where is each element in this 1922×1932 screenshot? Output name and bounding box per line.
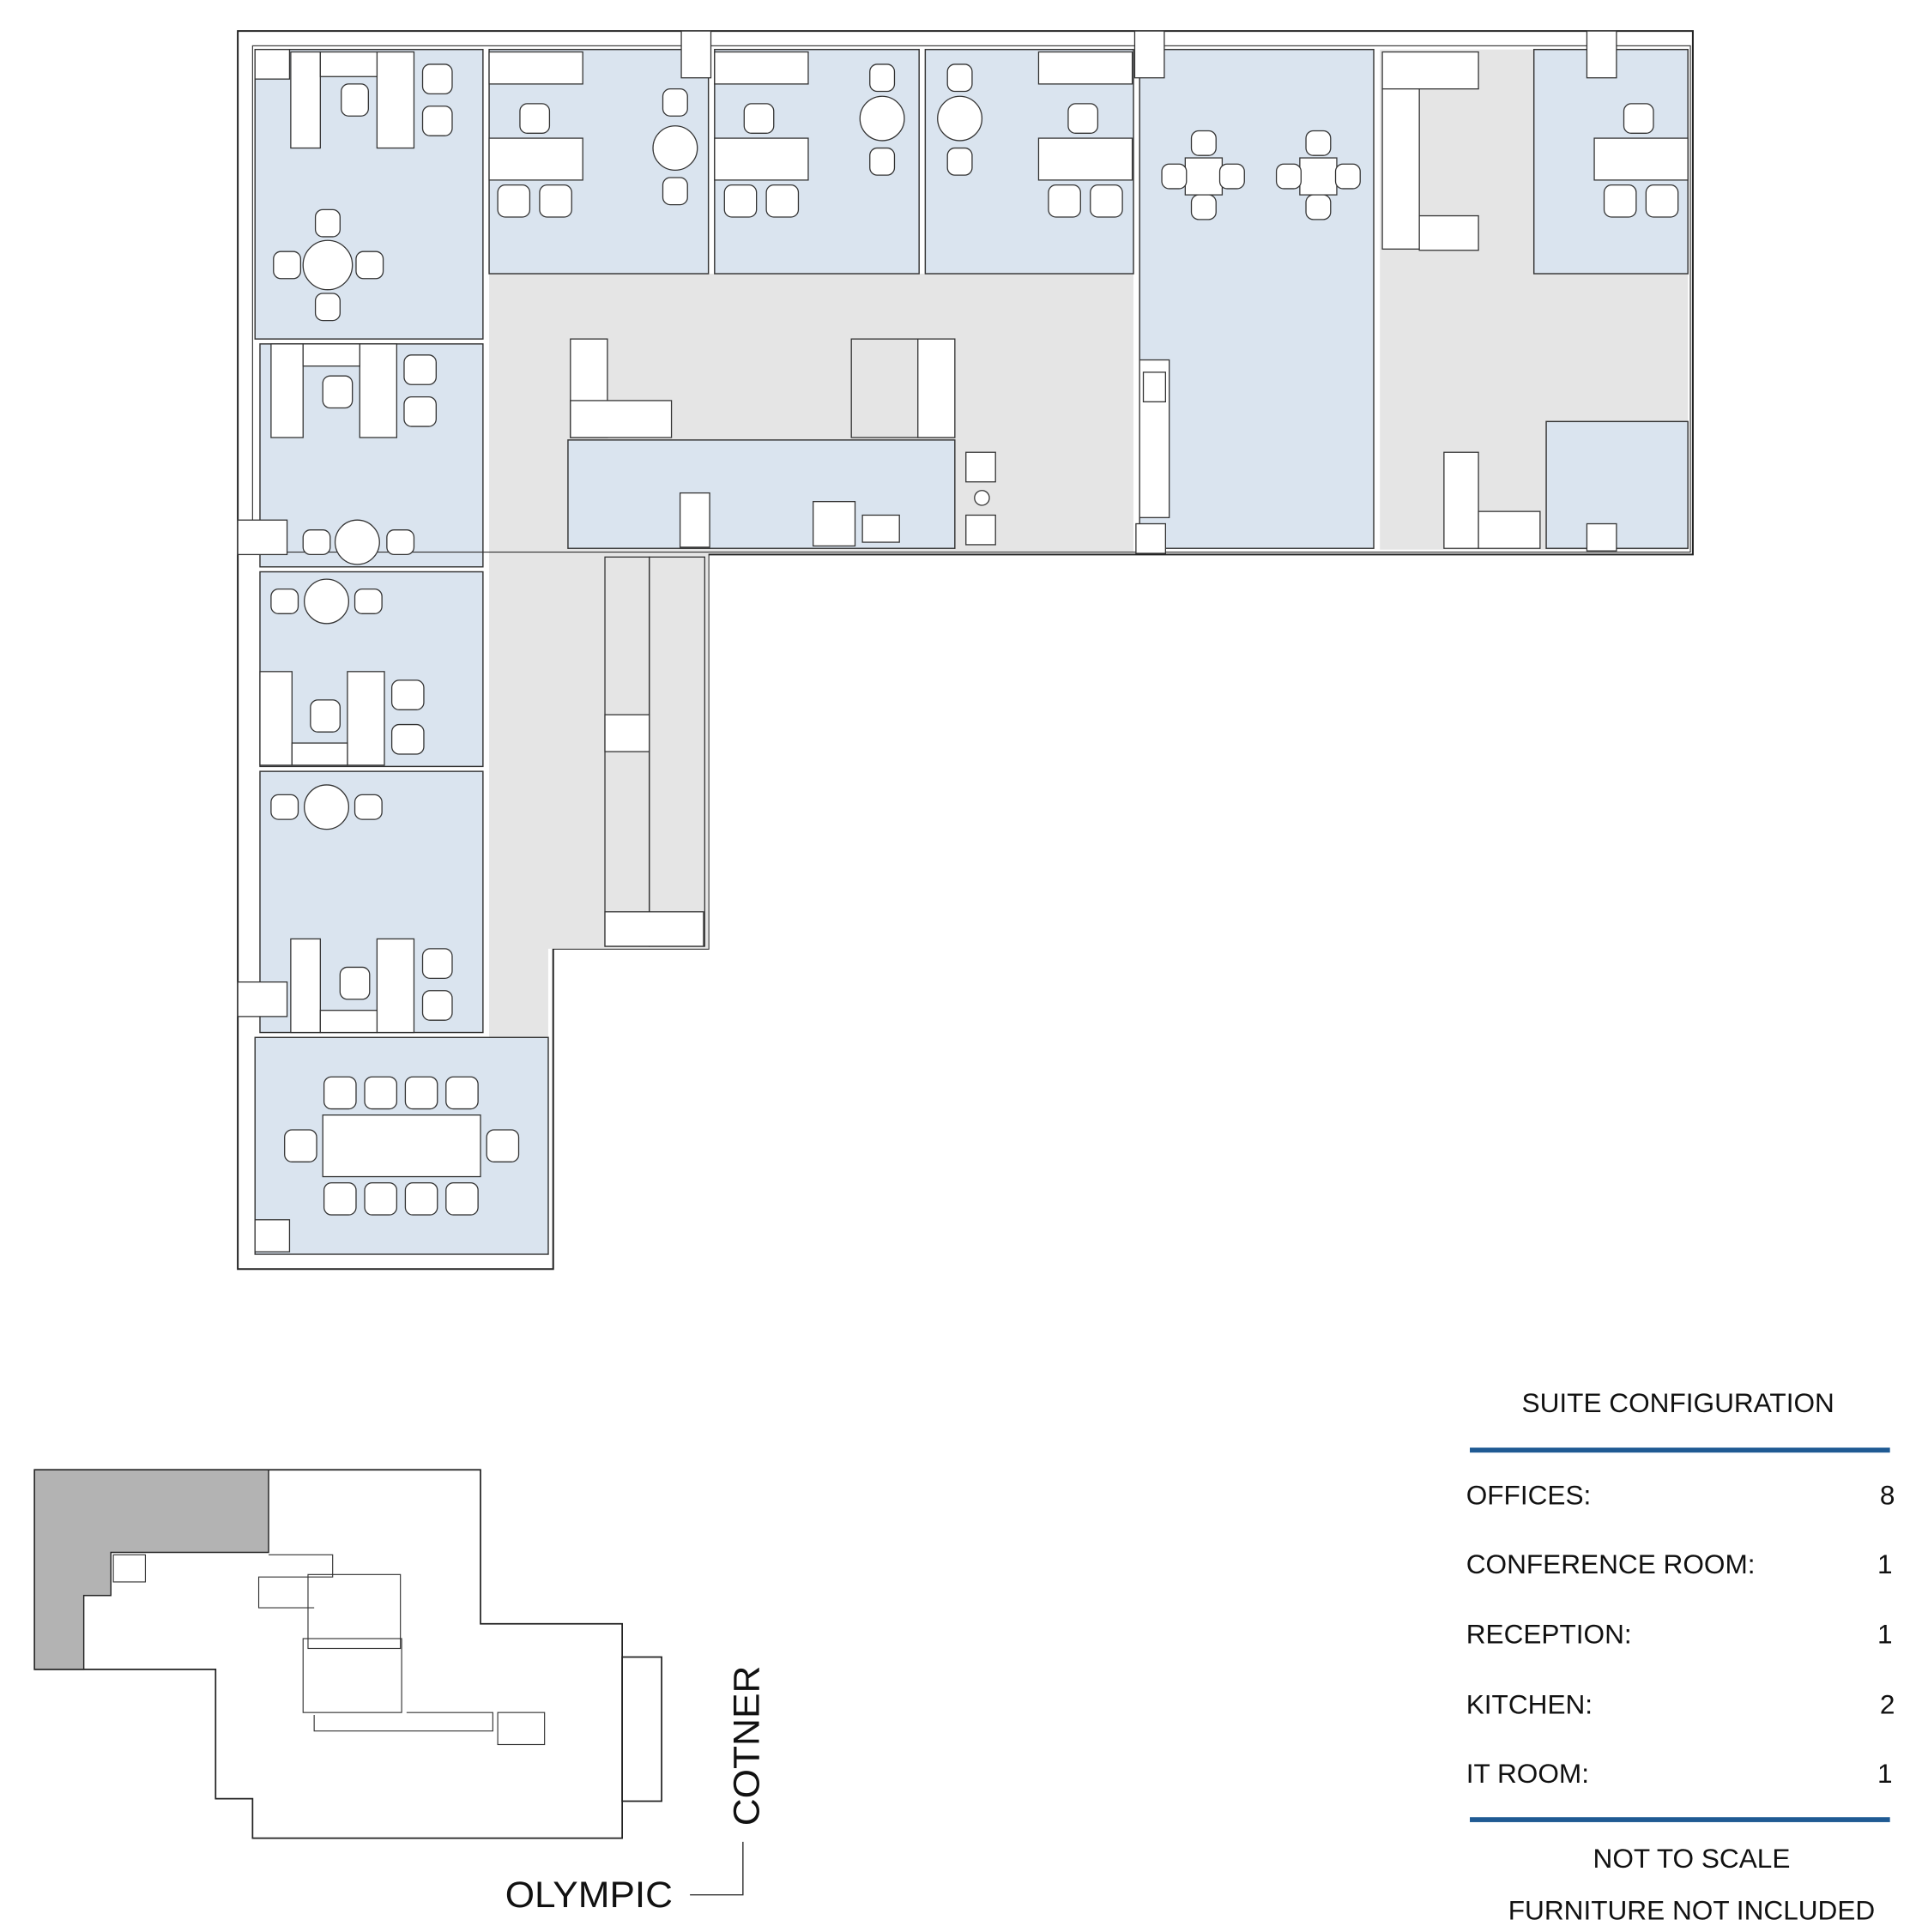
note-not-to-scale: NOT TO SCALE [1593, 1843, 1791, 1874]
legend-label-kitchen: KITCHEN: [1466, 1689, 1593, 1720]
key-plan: OLYMPIC COTNER [33, 1469, 768, 1916]
legend-rule-bottom [1470, 1817, 1890, 1822]
suite-highlight [33, 1469, 269, 1670]
street-leader-line [690, 1841, 744, 1896]
legend-value-it-room: 1 [1877, 1758, 1893, 1789]
legend-title: SUITE CONFIGURATION [1522, 1387, 1834, 1418]
legend-label-conference-room: CONFERENCE ROOM: [1466, 1549, 1756, 1579]
legend-value-conference-room: 1 [1877, 1549, 1893, 1579]
legend-value-kitchen: 2 [1880, 1689, 1895, 1720]
legend-label-reception: RECEPTION: [1466, 1619, 1632, 1650]
columns [237, 30, 1617, 1253]
suite-floor-plan [237, 30, 1694, 1271]
street-label-olympic: OLYMPIC [505, 1875, 673, 1916]
it-room [1545, 420, 1689, 549]
legend-rule-top [1470, 1447, 1890, 1453]
legend-value-reception: 1 [1877, 1619, 1893, 1650]
legend-value-offices: 8 [1880, 1479, 1895, 1510]
note-furniture-not-included: FURNITURE NOT INCLUDED [1508, 1894, 1876, 1925]
legend-label-offices: OFFICES: [1466, 1479, 1592, 1510]
open-room [1139, 48, 1375, 549]
street-label-cotner: COTNER [727, 1666, 768, 1826]
legend-label-it-room: IT ROOM: [1466, 1758, 1589, 1789]
suite-configuration-legend: SUITE CONFIGURATION OFFICES: 8 CONFERENC… [1466, 1387, 1895, 1926]
furniture [259, 51, 1689, 1216]
